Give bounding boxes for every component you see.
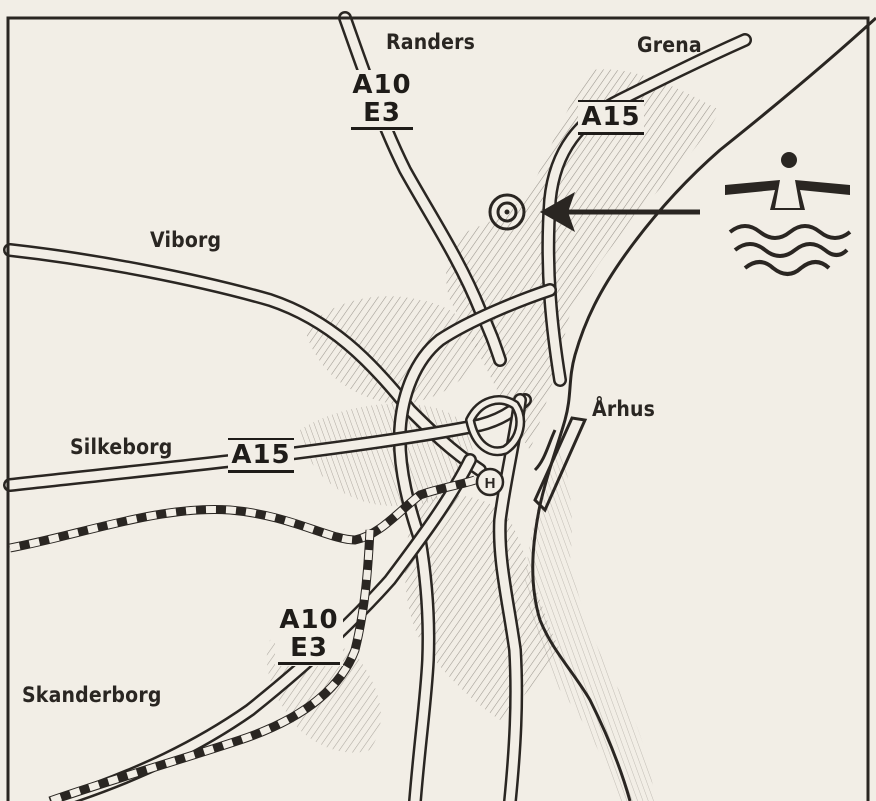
place-label-grena: Grena	[637, 33, 702, 57]
svg-text:H: H	[485, 475, 496, 492]
place-label-randers: Randers	[386, 30, 476, 54]
route-shield-a10-south-line1: A10	[279, 605, 339, 635]
route-shield-a10-north-line2: E3	[351, 99, 413, 130]
route-shield-a10-south-line2: E3	[278, 634, 340, 665]
route-shield-a15-west: A15	[228, 438, 294, 473]
harbour	[533, 416, 588, 513]
coast-shading	[525, 440, 655, 801]
sea	[520, 18, 876, 801]
arrow-icon	[540, 192, 700, 232]
urban-areas	[266, 69, 720, 801]
place-label-viborg: Viborg	[150, 228, 222, 252]
target-icon	[488, 193, 526, 231]
hospital-icon: H	[475, 467, 505, 497]
urban-area-west	[305, 296, 480, 405]
urban-area-north	[446, 69, 720, 451]
route-shield-a10-north-line1: A10	[352, 70, 412, 100]
place-label-silkeborg: Silkeborg	[70, 435, 173, 459]
coastline	[531, 16, 876, 801]
place-label-arhus: Århus	[592, 397, 656, 421]
route-shield-a10-north: A10 E3	[348, 70, 416, 131]
route-shield-a15-northeast: A15	[578, 100, 644, 135]
swimmer-bathing-icon	[725, 152, 852, 276]
map-frame	[6, 16, 870, 801]
place-label-skanderborg: Skanderborg	[22, 683, 162, 707]
railway	[9, 475, 477, 801]
route-shield-a10-south: A10 E3	[275, 605, 343, 666]
